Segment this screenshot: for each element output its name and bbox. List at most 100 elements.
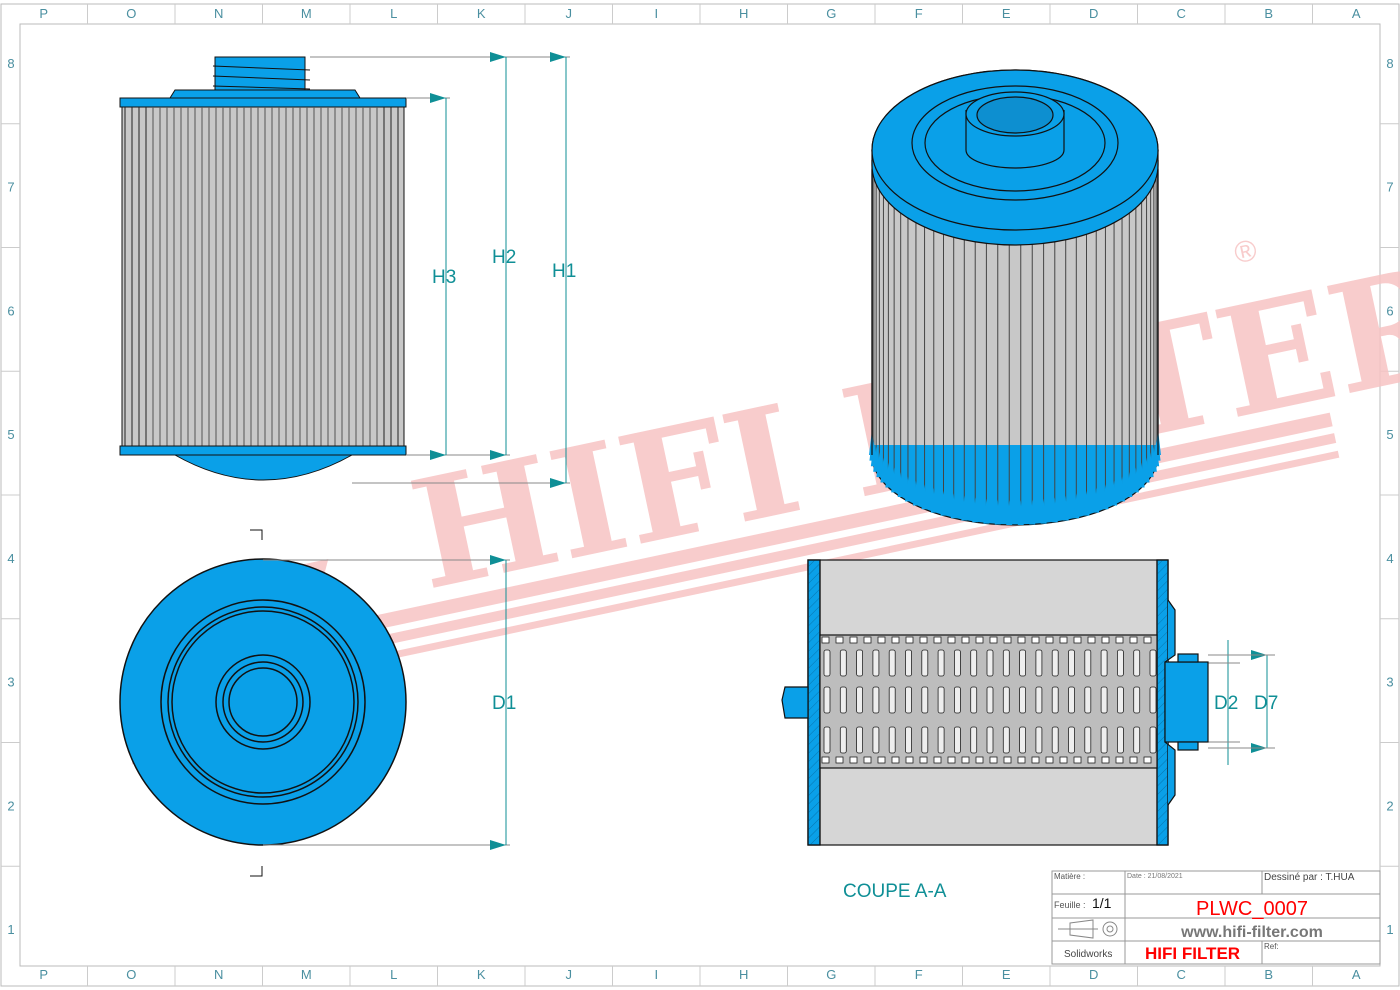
slot	[905, 686, 912, 714]
perforation	[849, 756, 858, 764]
perforation	[1115, 756, 1124, 764]
brand-label: HIFI FILTER	[1145, 944, 1240, 963]
zone-column-label: N	[214, 967, 223, 982]
zone-column-label: B	[1264, 6, 1273, 21]
zone-column-label: O	[126, 967, 136, 982]
slot	[823, 649, 831, 677]
dimension-h2-label: H2	[492, 247, 516, 268]
perforation	[933, 636, 942, 644]
pleat-tip	[961, 495, 968, 521]
slot	[1051, 649, 1059, 677]
slot	[1117, 649, 1124, 677]
drawn-by-label: Dessiné par : T.HUA	[1264, 872, 1355, 883]
dimension-d1-label: D1	[492, 693, 516, 714]
date-label: Date : 21/08/2021	[1127, 873, 1183, 880]
slot	[954, 649, 961, 677]
slot	[1019, 726, 1026, 754]
slot	[1035, 726, 1043, 754]
slot	[970, 649, 978, 677]
slot	[1068, 686, 1075, 714]
zone-row-label: 1	[1386, 922, 1393, 937]
zone-column-label: P	[39, 967, 48, 982]
perforation	[1143, 756, 1152, 764]
website: www.hifi-filter.com	[1180, 924, 1323, 941]
zone-row-label: 1	[7, 922, 14, 937]
perforation	[1003, 636, 1012, 644]
slot	[921, 726, 929, 754]
perforation	[849, 636, 858, 644]
perforation	[1129, 756, 1138, 764]
perforation	[947, 636, 956, 644]
pleat-tip	[1006, 499, 1013, 525]
slot	[1149, 649, 1157, 677]
slot	[839, 686, 847, 714]
pleat-tip	[1062, 495, 1069, 521]
zone-column-label: K	[477, 6, 486, 21]
perforation	[975, 756, 984, 764]
slot	[856, 726, 863, 754]
pleat-tip	[1119, 476, 1126, 502]
perforation	[891, 756, 900, 764]
slot	[1133, 686, 1141, 714]
dimension-d2-label: D2	[1214, 693, 1238, 714]
slot	[823, 686, 831, 714]
pleat-tip	[921, 484, 928, 510]
pleat-tip	[972, 497, 979, 523]
slot	[970, 686, 978, 714]
slot	[872, 686, 880, 714]
material-label: Matière :	[1054, 872, 1085, 881]
slot	[970, 726, 978, 754]
perforation	[919, 756, 928, 764]
zone-column-label: D	[1089, 967, 1098, 982]
perforation	[1059, 756, 1068, 764]
slot	[937, 649, 945, 677]
slot	[839, 726, 847, 754]
zone-row-label: 7	[1386, 180, 1393, 195]
zone-row-label: 4	[1386, 551, 1393, 566]
slot	[872, 649, 880, 677]
slot	[1002, 686, 1010, 714]
perforation	[1003, 756, 1012, 764]
perforation	[1101, 636, 1110, 644]
slot	[1019, 686, 1026, 714]
pleat-tip	[994, 499, 1001, 525]
zone-column-label: G	[826, 6, 836, 21]
zone-row-label: 6	[7, 303, 14, 318]
perforation	[1073, 756, 1082, 764]
perforation	[821, 756, 830, 764]
zone-row-label: 2	[7, 798, 14, 813]
projection-symbol	[1058, 919, 1118, 939]
zone-column-label: H	[739, 6, 748, 21]
slot	[1035, 649, 1043, 677]
slot	[986, 649, 994, 677]
slot	[1100, 649, 1108, 677]
perforation	[989, 756, 998, 764]
ref-label: Ref:	[1264, 942, 1279, 951]
perforation	[821, 636, 830, 644]
pleat-tip	[1093, 487, 1100, 513]
section-view	[781, 559, 1209, 846]
perforation	[877, 636, 886, 644]
pleat-tip	[1138, 462, 1145, 488]
perforation	[933, 756, 942, 764]
perforation	[989, 636, 998, 644]
slot	[1019, 649, 1026, 677]
perforation	[905, 636, 914, 644]
pleat-tip	[1029, 499, 1036, 525]
pleat-tip	[1073, 493, 1080, 519]
zone-row-label: 7	[7, 180, 14, 195]
perforation	[975, 636, 984, 644]
zone-row-label: 6	[1386, 303, 1393, 318]
pleat-tip	[950, 493, 957, 519]
perforation	[1045, 636, 1054, 644]
slot	[921, 649, 929, 677]
zone-column-label: E	[1002, 6, 1011, 21]
zone-row-label: 3	[1386, 675, 1393, 690]
slot	[1051, 726, 1059, 754]
registered-mark: ®	[1231, 234, 1259, 271]
zone-column-label: P	[39, 6, 48, 21]
slot	[1051, 686, 1059, 714]
pleat-tip	[885, 462, 892, 488]
slot	[937, 686, 945, 714]
slot	[1084, 649, 1092, 677]
